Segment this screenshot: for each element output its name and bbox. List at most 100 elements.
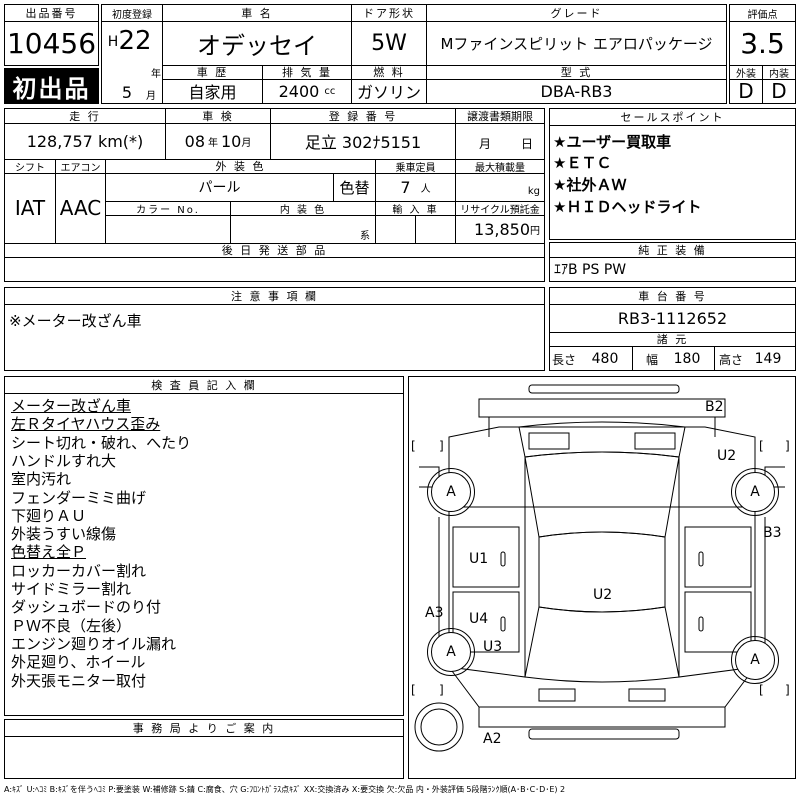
inspector-item: 色替え全Ｐ — [11, 543, 87, 562]
era: H — [107, 34, 119, 50]
aircon-label: エアコン — [60, 162, 101, 174]
aircon: AAC — [59, 196, 102, 220]
bracket-front-right: [ — [759, 439, 764, 453]
car-name: オデッセイ — [197, 31, 317, 60]
displacement-unit: cc — [324, 85, 336, 97]
exterior-color-label: 外 装 色 — [215, 160, 266, 173]
color-no-label: カラー No. — [136, 204, 200, 216]
later-parts-label: 後 日 発 送 部 品 — [221, 244, 328, 257]
transfer-day-unit: 日 — [520, 136, 533, 151]
door-label: ドア形状 — [363, 7, 415, 20]
header-table: 初度登録 H 22 年 5 月 車 名 オデッセイ ドア形状 5W グレード M… — [101, 4, 727, 104]
office-box: 事 務 局 よ り ご 案 内 — [4, 719, 404, 779]
notes-label: 注 意 事 項 欄 — [231, 290, 318, 303]
bracket-rear-right-close: ] — [785, 683, 790, 697]
tire-front-left-outer — [427, 468, 475, 516]
damage-u2-center: U2 — [593, 587, 613, 603]
first-reg-label: 初度登録 — [112, 9, 152, 21]
inspector-item: サイドミラー割れ — [11, 580, 132, 598]
inspector-item: 外足廻り、ホイール — [11, 653, 146, 672]
door-type: 5W — [371, 30, 407, 56]
inspector-list: メーター改ざん車左Ｒタイヤハウス歪みシート切れ・破れ、へたりハンドルすれ大室内汚… — [5, 395, 403, 713]
interior-color-label: 内 装 色 — [279, 204, 327, 216]
inspector-item: エンジン廻りオイル漏れ — [11, 634, 177, 653]
inspector-box: 検 査 員 記 入 欄 メーター改ざん車左Ｒタイヤハウス歪みシート切れ・破れ、へ… — [4, 376, 404, 716]
model-label: 型 式 — [560, 66, 593, 79]
width-value: 180 — [673, 351, 701, 367]
import-label: 輸 入 車 — [392, 204, 439, 216]
bracket-rear-left-close: ] — [439, 683, 444, 697]
length-label: 長さ — [552, 352, 576, 367]
tire-rear-right: A — [735, 640, 775, 680]
inspector-item: 外天張モニター取付 — [11, 671, 147, 690]
bracket-rear-right: [ — [759, 683, 764, 697]
damage-a3: A3 — [425, 605, 444, 621]
spec-label: 諸 元 — [656, 333, 689, 346]
inspection: 08 年 10 月 — [166, 123, 270, 159]
month-unit: 月 — [146, 90, 156, 102]
chassis-number: RB3-1112652 — [617, 308, 728, 328]
mileage-unit: km(*) — [97, 131, 144, 151]
equipment-box: 純 正 装 備 ｴｱB PS PW — [549, 242, 796, 282]
height-label: 高さ — [718, 352, 743, 367]
damage-a2: A2 — [483, 731, 502, 747]
reg-month: 5 — [121, 82, 133, 102]
notes-value: ※メーター改ざん車 — [9, 312, 142, 330]
score-label: 評価点 — [747, 9, 778, 21]
lot-number: 10456 — [6, 26, 97, 60]
grade: Mファインスピリット エアロパッケージ — [440, 34, 713, 53]
interior-label: 内装 — [769, 68, 789, 80]
score: 3.5 — [740, 26, 785, 60]
interior-grade: D — [771, 79, 787, 103]
bracket-front-left-close: ] — [439, 439, 444, 453]
legend: A:ｷｽﾞ U:ﾍｺﾐ B:ｷｽﾞを伴うﾍｺﾐ P:要塗装 W:補修跡 S:錆 … — [4, 784, 566, 794]
recycle-label: リサイクル預託金 — [460, 204, 540, 216]
inspector-item: ダッシュボードのり付 — [11, 598, 162, 617]
inspector-item: 左Ｒタイヤハウス歪み — [11, 415, 161, 434]
inspector-item: 外装うすい線傷 — [11, 525, 117, 544]
shift: IAT — [14, 196, 46, 220]
inspection-year-unit: 年 — [208, 137, 218, 149]
fuel-label: 燃 料 — [373, 66, 405, 79]
tire-front-right: A — [735, 472, 775, 512]
notes-box: 注 意 事 項 欄 ※メーター改ざん車 — [4, 287, 545, 371]
lot-number-box: 出品番号 10456 — [4, 4, 99, 66]
recycle-unit: 円 — [530, 225, 540, 237]
chassis-box: 車 台 番 号 RB3-1112652 諸 元 長さ 480 幅 180 高さ … — [549, 287, 796, 371]
first-listing-badge: 初出品 — [4, 68, 99, 104]
inspector-item: メーター改ざん車 — [11, 397, 132, 415]
inspection-month-unit: 月 — [241, 137, 252, 149]
model: DBA-RB3 — [540, 81, 613, 101]
damage-u4: U4 — [469, 611, 489, 627]
fuel: ガソリン — [356, 83, 421, 102]
height-value: 149 — [754, 351, 782, 367]
inspector-item: ロッカーカバー割れ — [11, 561, 147, 580]
tire-rear-right-outer — [731, 636, 779, 684]
chassis-label: 車 台 番 号 — [638, 290, 707, 303]
inspector-item: ハンドルすれ大 — [11, 451, 117, 470]
inspector-item: 室内汚れ — [11, 470, 72, 489]
damage-b2: B2 — [705, 399, 724, 415]
capacity-value: 7 — [400, 177, 411, 197]
length-value: 480 — [591, 351, 619, 367]
max-load-unit: kg — [527, 185, 540, 197]
inspector-label: 検 査 員 記 入 欄 — [151, 379, 257, 392]
reg-year: 22 — [118, 26, 152, 56]
sales-point-4: ★ＨＩＤヘッドライト — [553, 198, 702, 216]
displacement: 2400 cc — [263, 79, 351, 103]
tire-front-left: A — [431, 472, 471, 512]
capacity: 7 人 — [376, 173, 455, 201]
sales-points-box: セールスポイント ★ユーザー買取車 ★ＥＴＣ ★社外ＡＷ ★ＨＩＤヘッドライト — [549, 108, 796, 240]
score-box: 評価点 3.5 外装 内装 D D — [729, 4, 796, 104]
inspector-item: シート切れ・破れ、へたり — [11, 433, 192, 452]
mileage-value: 128,757 — [26, 131, 93, 151]
capacity-unit: 人 — [420, 183, 431, 195]
inspector-item: 下廻りＡＵ — [11, 506, 87, 525]
max-load-label: 最大積載量 — [475, 162, 525, 174]
car-diagram: A A A A [ ] [ ] [ ] [ ] B2 U2 B3 U1 U2 A… — [408, 376, 796, 779]
equipment-value: ｴｱB PS PW — [554, 262, 627, 278]
header-block: 出品番号 10456 初出品 初度登録 H 22 年 5 月 車 名 オデッセイ… — [4, 4, 796, 104]
office-label: 事 務 局 よ り ご 案 内 — [132, 722, 276, 735]
history-label: 車 歴 — [196, 66, 229, 79]
